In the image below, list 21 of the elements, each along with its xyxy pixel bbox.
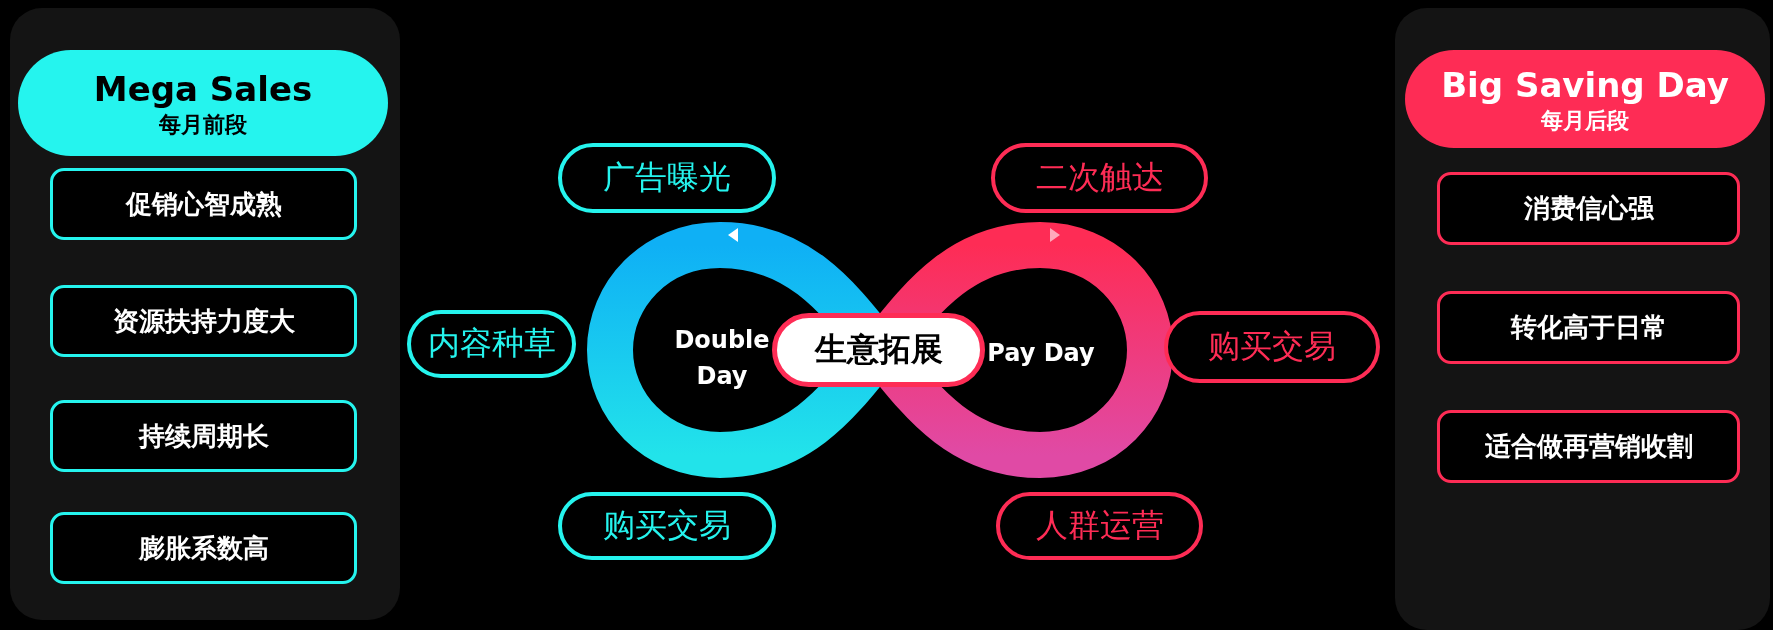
stage-pill: 内容种草 [407,310,576,378]
stage-pill: 购买交易 [558,492,776,560]
stage-pill: 广告曝光 [558,143,776,213]
feature-box: 适合做再营销收割 [1437,410,1740,483]
loop-label: Pay Day [986,330,1096,376]
feature-box: 转化高于日常 [1437,291,1740,364]
stage-pill: 人群运营 [996,492,1203,560]
header-subtitle: 每月前段 [159,111,247,139]
header-subtitle: 每月后段 [1541,107,1629,135]
stage-pill: 购买交易 [1164,311,1380,383]
stage-pill: 二次触达 [991,143,1208,213]
feature-box: 资源扶持力度大 [50,285,357,357]
feature-box: 促销心智成熟 [50,168,357,240]
side-panel [10,8,400,620]
center-pill: 生意拓展 [772,313,985,387]
feature-box: 持续周期长 [50,400,357,472]
feature-box: 膨胀系数高 [50,512,357,584]
header-title: Mega Sales [93,68,313,111]
side-panel [1395,8,1770,630]
header-title: Big Saving Day [1441,64,1729,107]
feature-box: 消费信心强 [1437,172,1740,245]
